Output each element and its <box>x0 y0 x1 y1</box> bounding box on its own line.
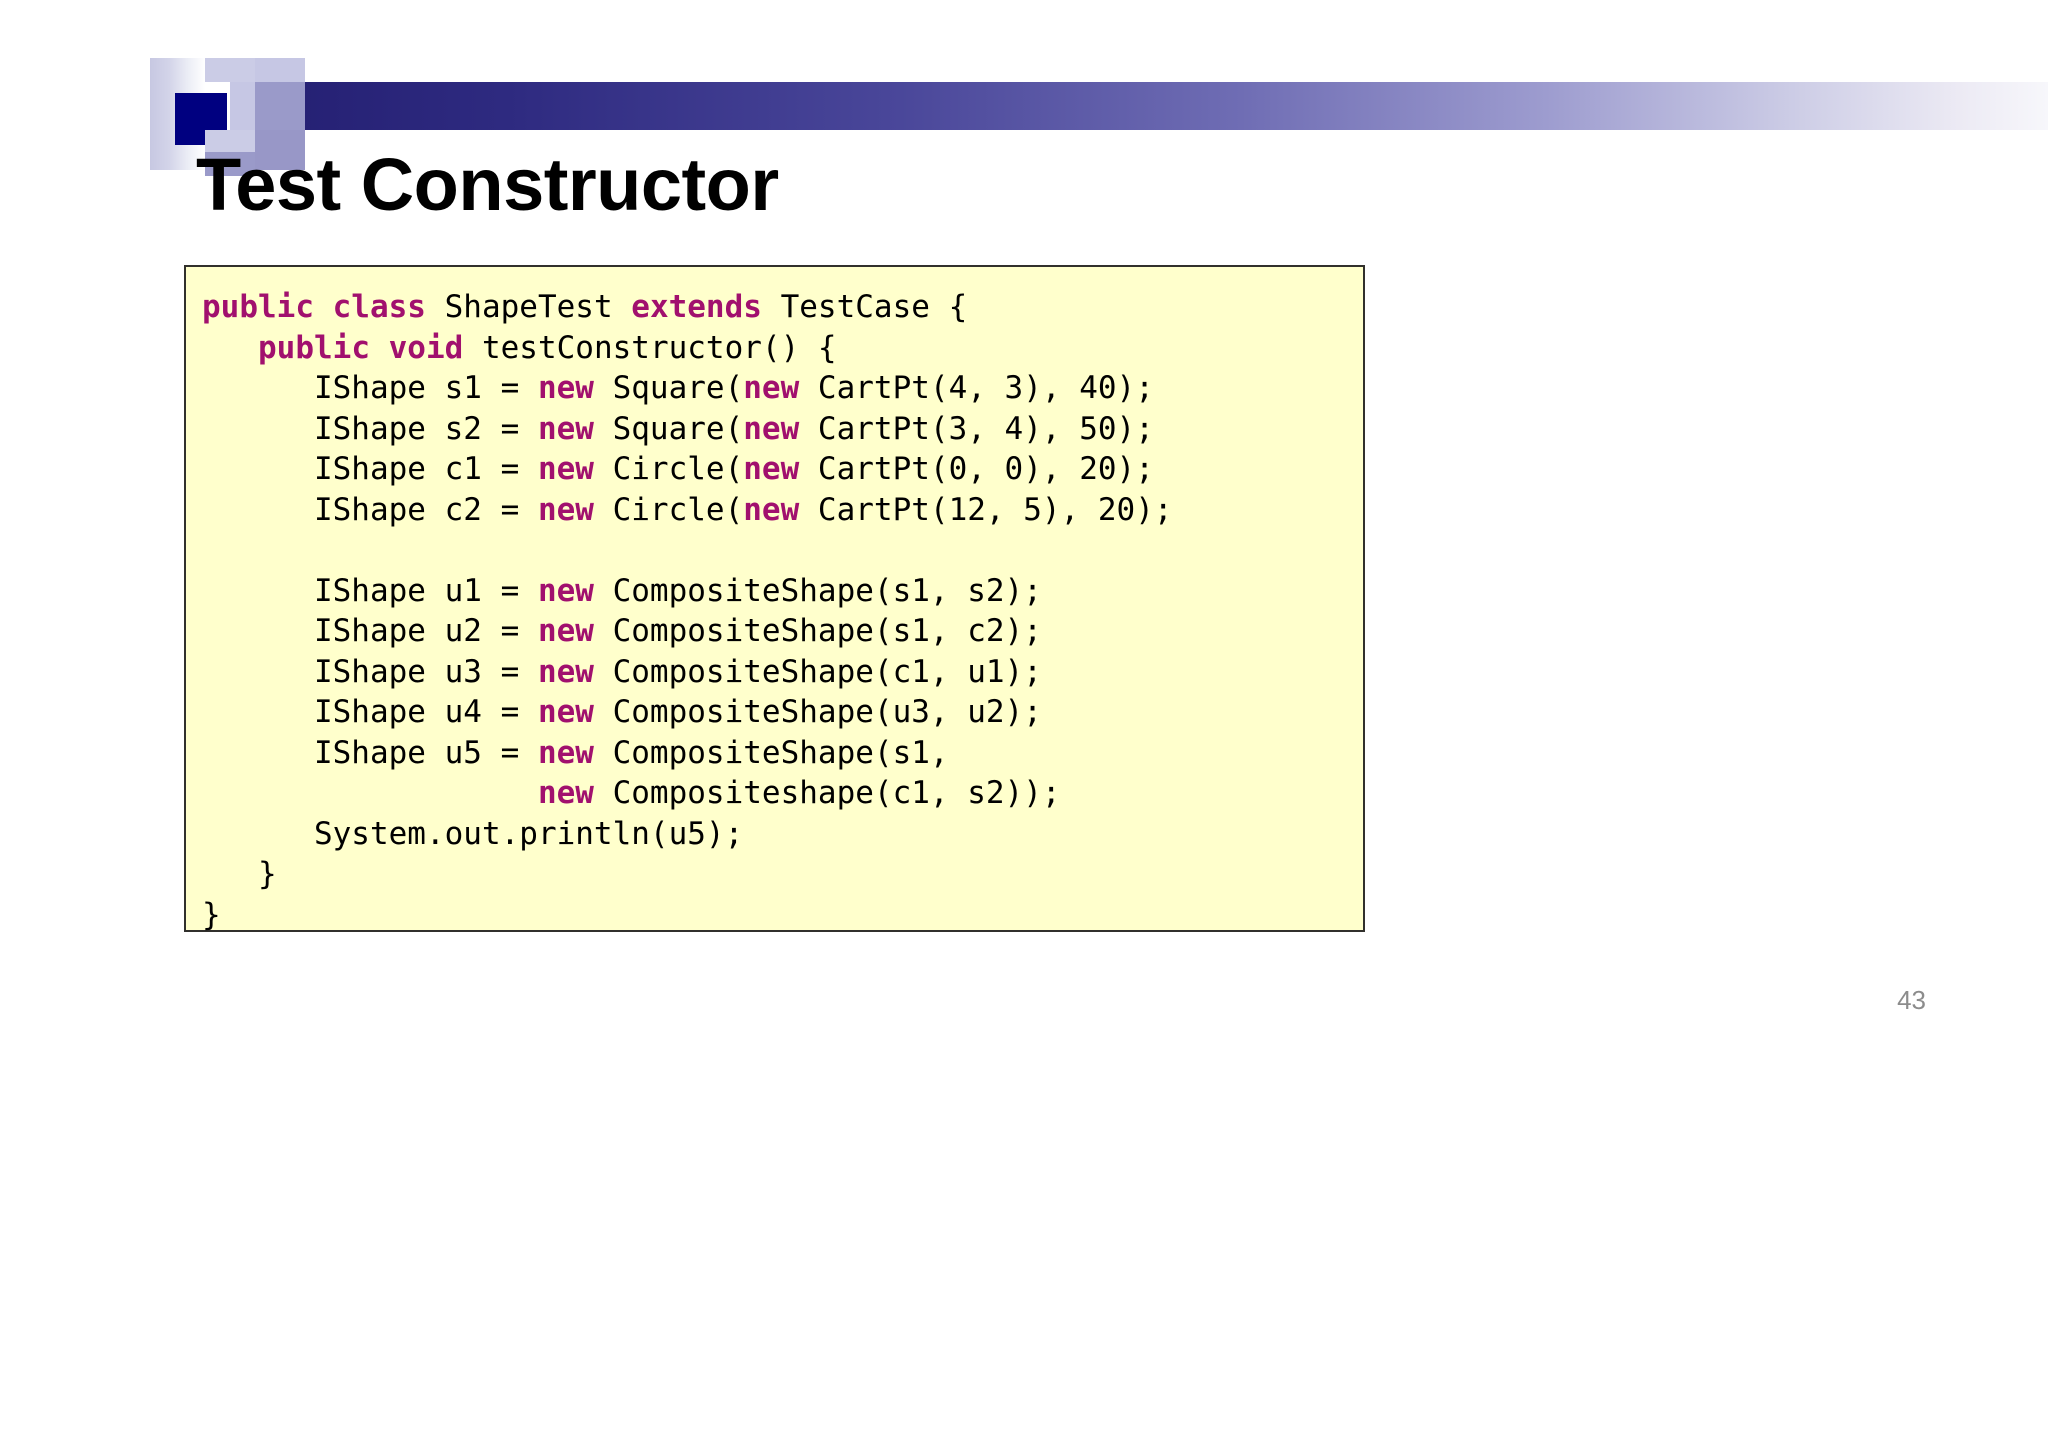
code-text: } <box>202 856 277 892</box>
code-text: IShape u4 = <box>202 694 538 730</box>
code-block: public class ShapeTest extends TestCase … <box>184 265 1365 935</box>
header-square-periwinkle-mid <box>255 82 305 130</box>
code-text: CartPt(3, 4), 50); <box>817 410 1154 447</box>
code-line: IShape s2 = new Square(new CartPt(3, 4),… <box>202 411 1154 447</box>
code-line: IShape c2 = new Circle(new CartPt(12, 5)… <box>202 492 1173 528</box>
code-text: Square( <box>612 410 744 447</box>
code-keyword: new <box>537 613 613 649</box>
code-text <box>202 330 258 366</box>
code-text: CartPt(12, 5), 20); <box>817 491 1173 528</box>
code-text <box>202 775 538 811</box>
code-keyword: new <box>537 572 613 609</box>
code-text: CompositeShape(s1, s2); <box>612 572 1042 609</box>
code-line: } <box>202 856 277 892</box>
code-keyword: new <box>537 734 613 771</box>
code-keyword: new <box>537 694 613 730</box>
code-keyword: new <box>537 775 613 811</box>
code-keyword: new <box>743 451 818 487</box>
code-text: CartPt(0, 0), 20); <box>817 451 1154 487</box>
code-text: testConstructor() { <box>481 329 837 366</box>
code-line: System.out.println(u5); <box>202 816 743 852</box>
code-text: CompositeShape(u3, u2); <box>612 694 1042 730</box>
code-keyword: public class <box>202 289 445 325</box>
code-keyword: new <box>743 410 818 447</box>
code-text: Circle( <box>612 451 744 487</box>
code-listing: public class ShapeTest extends TestCase … <box>202 287 1363 935</box>
code-text: TestCase { <box>780 289 968 325</box>
code-text: } <box>202 896 221 933</box>
header-square-lavender-top-left <box>205 58 255 82</box>
header-gradient-band <box>255 82 2048 130</box>
header-square-periwinkle-low <box>255 130 305 170</box>
code-keyword: new <box>537 451 613 487</box>
code-text: IShape s2 = <box>202 410 538 447</box>
code-keyword: public void <box>258 329 482 366</box>
code-line: IShape c1 = new Circle(new CartPt(0, 0),… <box>202 451 1154 487</box>
code-text: Square( <box>612 370 744 406</box>
code-text: CartPt(4, 3), 40); <box>817 370 1154 406</box>
code-line: new Compositeshape(c1, s2)); <box>202 775 1061 811</box>
code-blank-line <box>202 530 1363 571</box>
code-text: IShape s1 = <box>202 370 538 406</box>
page-number: 43 <box>1897 985 1926 1015</box>
code-text: CompositeShape(s1, c2); <box>612 613 1042 649</box>
code-text: CompositeShape(c1, u1); <box>612 653 1042 690</box>
code-line: IShape s1 = new Square(new CartPt(4, 3),… <box>202 370 1154 406</box>
code-text: Circle( <box>612 491 744 528</box>
code-keyword: new <box>743 491 818 528</box>
code-line: public void testConstructor() { <box>202 330 837 366</box>
code-keyword: new <box>537 410 613 447</box>
code-text: IShape u3 = <box>202 653 538 690</box>
code-text: Compositeshape(c1, s2)); <box>612 775 1061 811</box>
code-text: CompositeShape(s1, <box>612 734 949 771</box>
code-keyword: new <box>537 653 613 690</box>
code-keyword: new <box>537 491 613 528</box>
code-line: IShape u2 = new CompositeShape(s1, c2); <box>202 613 1042 649</box>
code-text: ShapeTest <box>444 289 632 325</box>
code-line: IShape u5 = new CompositeShape(s1, <box>202 735 949 771</box>
code-text: IShape u2 = <box>202 613 538 649</box>
code-keyword: extends <box>631 289 781 325</box>
code-text: IShape c2 = <box>202 491 538 528</box>
code-text: System.out.println(u5); <box>202 815 744 852</box>
code-line: IShape u1 = new CompositeShape(s1, s2); <box>202 573 1042 609</box>
header-square-periwinkle-bottom <box>205 152 255 176</box>
code-keyword: new <box>743 370 818 406</box>
code-text: IShape c1 = <box>202 451 538 487</box>
code-line: public class ShapeTest extends TestCase … <box>202 289 967 325</box>
header-square-lavender-top <box>255 58 305 82</box>
code-line: IShape u3 = new CompositeShape(c1, u1); <box>202 654 1042 690</box>
code-keyword: new <box>537 370 613 406</box>
code-line: IShape u4 = new CompositeShape(u3, u2); <box>202 694 1042 730</box>
page-title: Test Constructor <box>196 143 779 226</box>
slide-header-decoration <box>0 0 2048 200</box>
code-text: IShape u1 = <box>202 572 538 609</box>
code-line: } <box>202 897 221 933</box>
code-text: IShape u5 = <box>202 734 538 771</box>
